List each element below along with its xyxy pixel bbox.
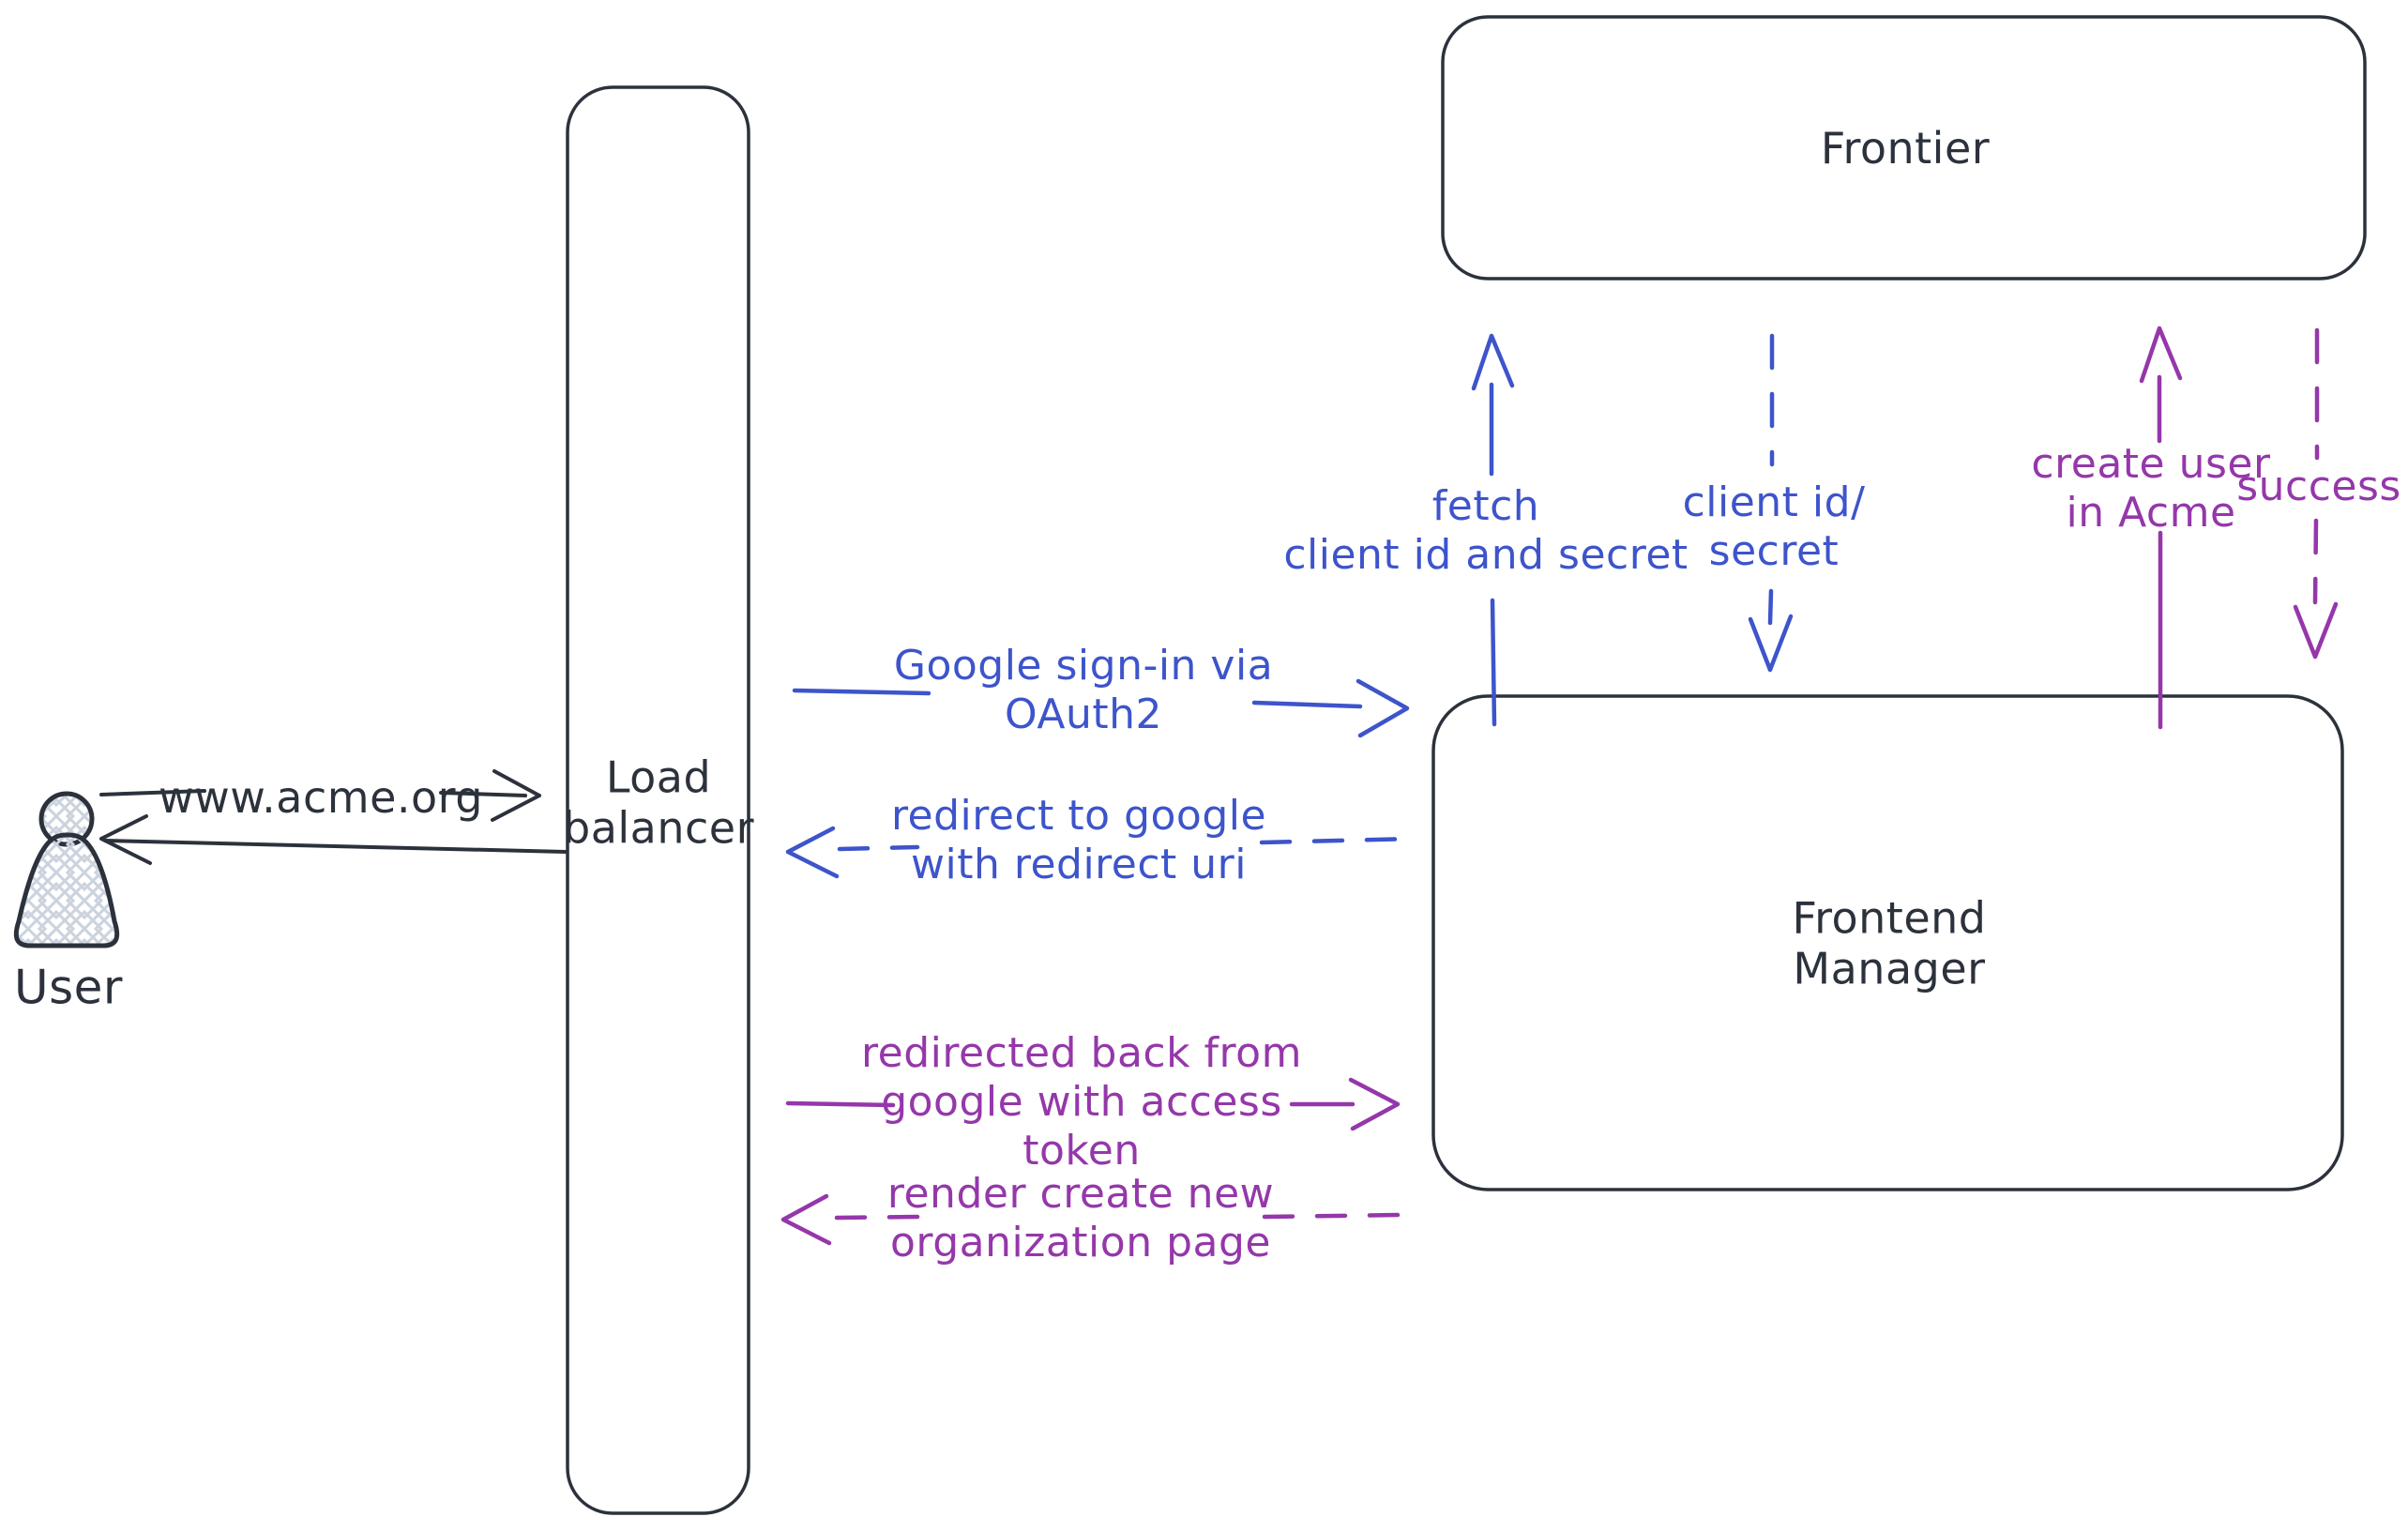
frontend-manager-box (1431, 694, 2344, 1191)
edge-label-client-id-secret: client id/ secret (1682, 478, 1866, 575)
user-figure (13, 791, 120, 948)
edge-label-google-signin: Google sign-in via OAuth2 (893, 642, 1274, 738)
arrow-success-line (2312, 327, 2320, 605)
edge-label-create-user: create user in Acme (2031, 440, 2271, 537)
node-label-frontend-manager: Frontend Manager (1792, 892, 1987, 994)
arrow-google-signin-head (1355, 678, 1410, 738)
arrow-create-user (2139, 326, 2183, 730)
arrow-redirected-back-line (785, 1100, 1355, 1108)
user-body (13, 832, 120, 948)
edge-label-render-org-page: render create new organization page (886, 1170, 1275, 1267)
frontier-box (1441, 15, 2367, 281)
arrow-google-signin-line (792, 688, 1363, 709)
edge-label-success: success (2236, 463, 2401, 511)
arrow-redirect-google-line (837, 836, 1419, 852)
arrow-fetch-secret (1471, 333, 1515, 727)
arrow-client-id-secret-head (1748, 614, 1794, 673)
node-label-load-balancer: Load balancer (562, 751, 755, 854)
arrow-client-id-secret (1748, 333, 1794, 673)
arrow-redirected-back-head (1348, 1077, 1401, 1131)
node-label-frontier: Frontier (1820, 122, 1991, 174)
arrow-user-to-lb-line (99, 789, 527, 797)
arrow-create-user-head (2139, 326, 2183, 384)
arrow-lb-to-user (99, 814, 568, 865)
arrow-lb-to-user-head (99, 814, 152, 865)
arrow-success (2293, 327, 2339, 660)
arrow-lb-to-user-line (103, 839, 568, 854)
arrow-render-org-page-line (834, 1212, 1404, 1221)
arrow-redirected-back (785, 1077, 1401, 1131)
arrow-success-head (2293, 601, 2339, 660)
arrow-fetch-secret-head (1471, 333, 1515, 391)
edge-label-fetch-secret: fetch client id and secret (1283, 482, 1689, 579)
arrow-redirect-google (785, 826, 1419, 879)
edge-label-redirected-back: redirected back from google with access … (861, 1029, 1302, 1175)
arrow-create-user-line (2157, 374, 2163, 730)
arrow-redirect-google-head (785, 826, 840, 879)
arrow-render-org-page (780, 1193, 1404, 1246)
arrow-render-org-page-head (780, 1193, 832, 1246)
node-label-user: User (14, 960, 123, 1015)
arrow-user-to-lb-head (491, 769, 541, 822)
arrow-user-to-lb (99, 769, 541, 822)
arrow-fetch-secret-line (1489, 382, 1497, 727)
arrow-client-id-secret-line (1767, 333, 1775, 626)
edge-label-www-acme: www.acme.org (159, 771, 483, 823)
arrow-google-signin (792, 678, 1410, 738)
edge-label-redirect-google: redirect to google with redirect uri (890, 792, 1267, 888)
load-balancer-box (566, 85, 750, 1515)
